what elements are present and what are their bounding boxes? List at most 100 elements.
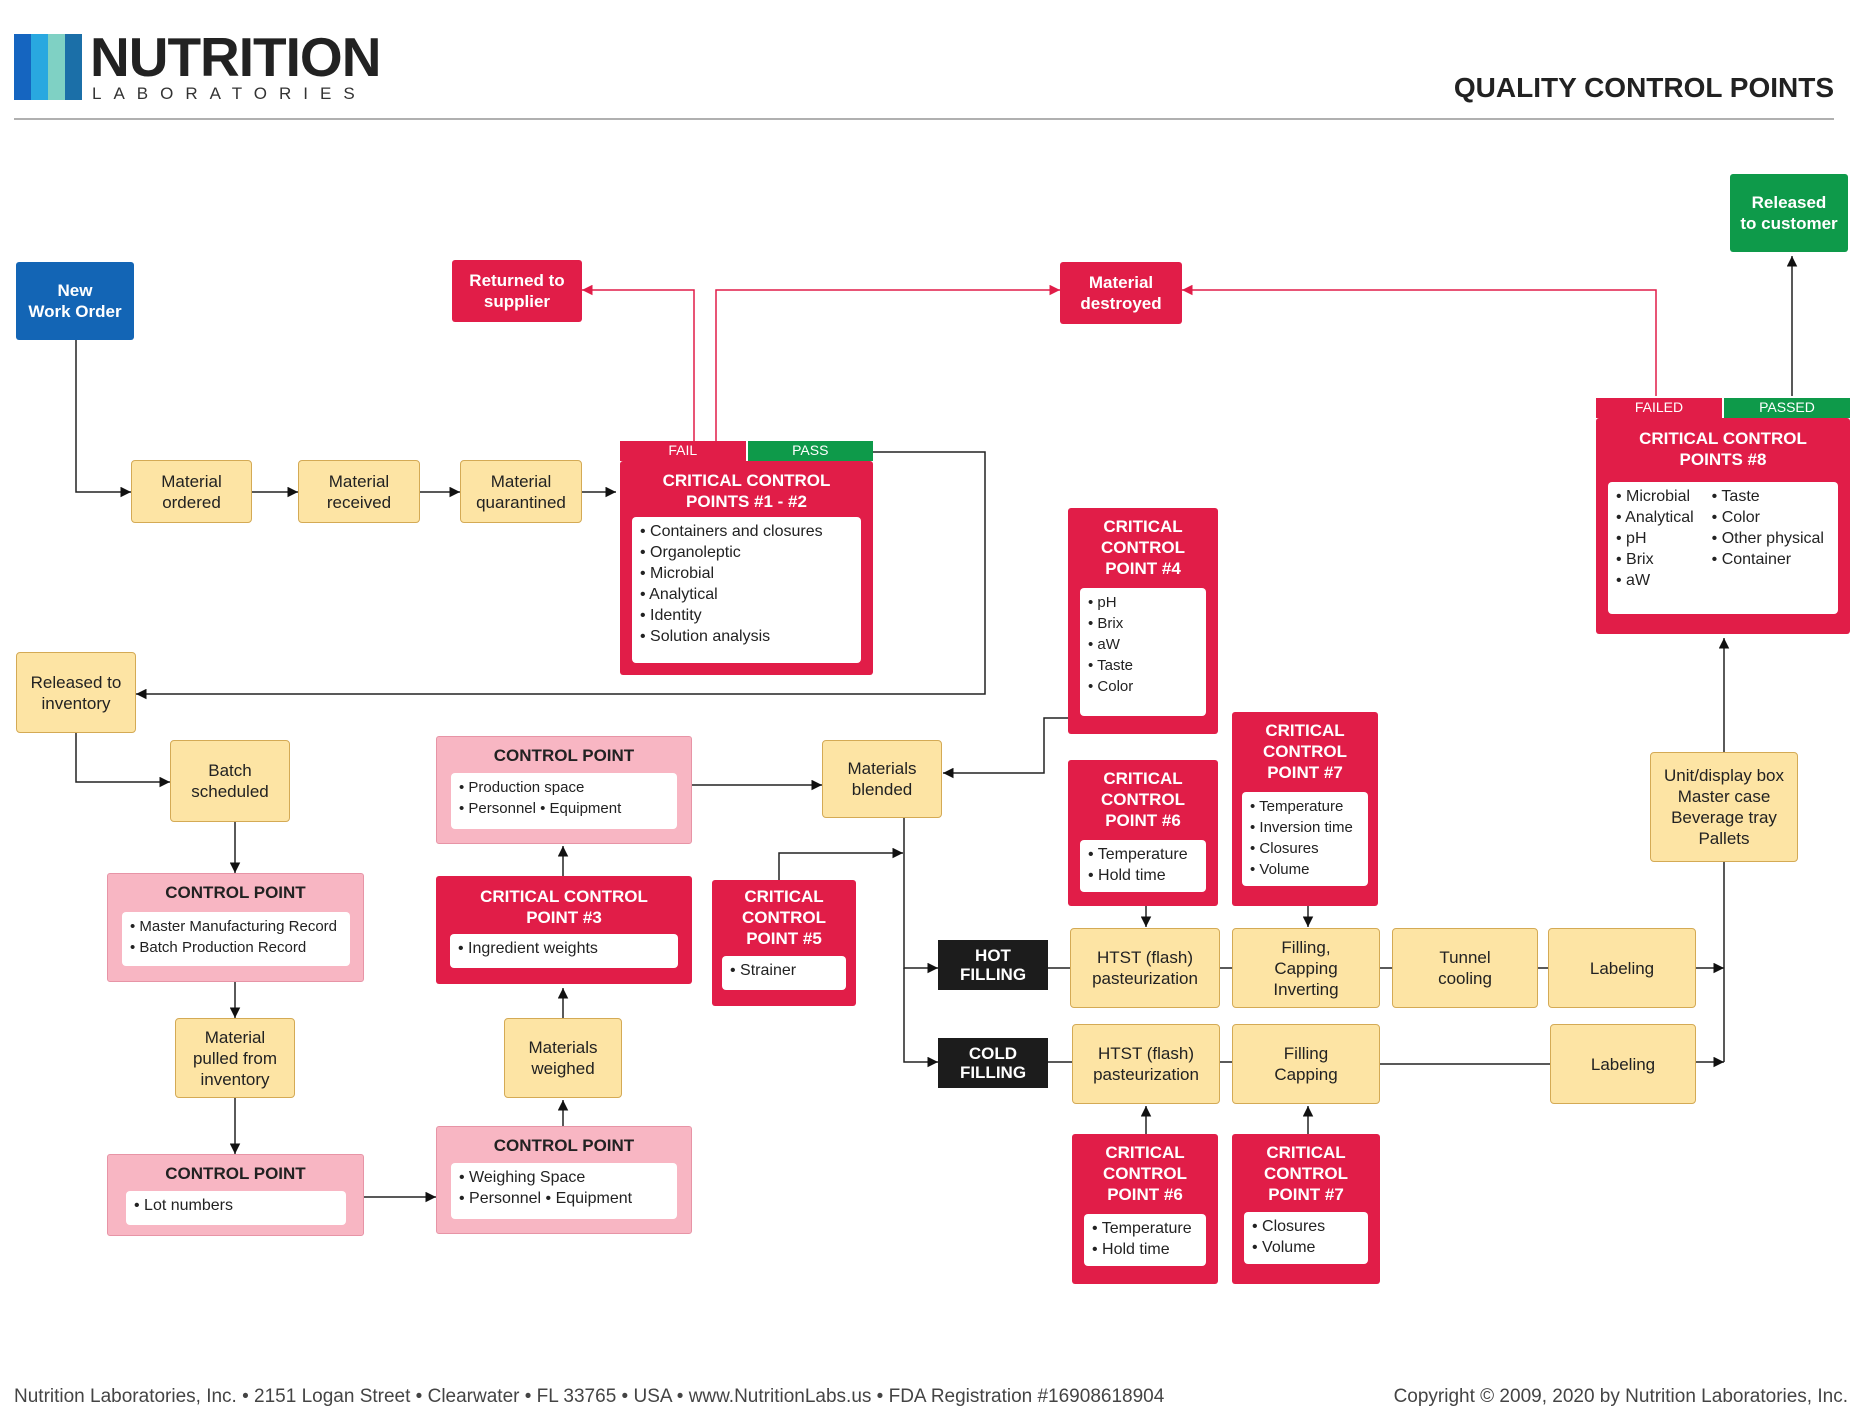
list-item: Color [1088, 676, 1198, 697]
list-item: Organoleptic [640, 542, 853, 563]
materials-blended-box: Materials blended [822, 740, 942, 818]
cp-weighing-list: Weighing Space Personnel • Equipment [451, 1163, 677, 1219]
cp-weighing-title: CONTROL POINT [493, 1136, 635, 1155]
footer-copyright: Copyright © 2009, 2020 by Nutrition Labo… [1393, 1386, 1848, 1407]
fail-label: FAIL [620, 441, 748, 461]
ccp-7-hot-list: Temperature Inversion time Closures Volu… [1242, 792, 1368, 886]
ccp-7-cold-list: Closures Volume [1244, 1212, 1368, 1264]
list-item: Production space [459, 777, 669, 798]
ccp-3-list: Ingredient weights [450, 934, 678, 968]
packaging-box: Unit/display box Master case Beverage tr… [1650, 752, 1798, 862]
list-item: Volume [1252, 1237, 1360, 1258]
ccp-7-hot-box: CRITICAL CONTROL POINT #7 Temperature In… [1232, 712, 1378, 906]
list-item: Strainer [730, 960, 838, 981]
passed-label: PASSED [1724, 398, 1850, 418]
released-to-inventory-box: Released to inventory [16, 652, 136, 733]
connector-ccp5-to-flow [778, 847, 903, 880]
cp-production-list: Production space Personnel • Equipment [451, 773, 677, 829]
ccp-1-2-box: CRITICAL CONTROL POINTS #1 - #2 Containe… [620, 461, 873, 675]
connector-inventory-to-batch [75, 733, 170, 788]
ccp-1-2-title: CRITICAL CONTROL POINTS #1 - #2 [662, 471, 831, 511]
list-item: Container [1712, 549, 1824, 570]
list-item: pH [1088, 592, 1198, 613]
list-item: aW [1088, 634, 1198, 655]
list-item: pH [1616, 528, 1694, 549]
labeling-cold-box: Labeling [1550, 1024, 1696, 1104]
connector-blended-to-cold [903, 968, 938, 1068]
list-item: Closures [1250, 838, 1360, 859]
cp-production-title: CONTROL POINT [493, 746, 635, 765]
list-item: Batch Production Record [130, 937, 342, 958]
connector-fail-to-returned [582, 284, 695, 442]
page-title: QUALITY CONTROL POINTS [1453, 72, 1834, 103]
ccp-6-cold-title: CRITICAL CONTROL POINT #6 [1102, 1143, 1188, 1204]
cp-production-space-box: CONTROL POINT Production space Personnel… [436, 736, 692, 844]
ccp-1-2-list: Containers and closures Organoleptic Mic… [632, 517, 861, 663]
released-to-customer-box: Released to customer [1730, 174, 1848, 252]
connector-ccp8-failed-to-destroyed [1182, 284, 1657, 396]
ccp-8-title: CRITICAL CONTROL POINTS #8 [1639, 429, 1807, 469]
ccp-5-title: CRITICAL CONTROL POINT #5 [741, 887, 827, 948]
list-item: Taste [1088, 655, 1198, 676]
logo-subtitle: LABORATORIES [92, 84, 367, 103]
list-item: Analytical [1616, 507, 1693, 528]
list-item: Temperature [1092, 1218, 1198, 1239]
ccp-6-hot-title: CRITICAL CONTROL POINT #6 [1100, 769, 1186, 830]
list-item: Temperature [1088, 844, 1198, 865]
list-item: Volume [1250, 859, 1360, 880]
ccp-6-cold-box: CRITICAL CONTROL POINT #6 Temperature Ho… [1072, 1134, 1218, 1284]
pass-label: PASS [747, 441, 873, 461]
list-item: Weighing Space [459, 1167, 669, 1188]
cp-lot-title: CONTROL POINT [165, 1164, 306, 1183]
list-item: Solution analysis [640, 626, 853, 647]
list-item: Personnel • Equipment [459, 1188, 669, 1209]
ccp-3-box: CRITICAL CONTROL POINT #3 Ingredient wei… [436, 876, 692, 984]
failed-label: FAILED [1596, 398, 1724, 418]
ccp-6-hot-list: Temperature Hold time [1080, 840, 1206, 892]
list-item: Microbial [640, 563, 853, 584]
cold-filling-label: COLD FILLING [938, 1038, 1048, 1088]
list-item: Ingredient weights [458, 938, 670, 959]
hot-filling-label: HOT FILLING [938, 940, 1048, 990]
list-item: aW [1616, 570, 1694, 591]
list-item: Microbial [1616, 486, 1694, 507]
tunnel-cooling-box: Tunnel cooling [1392, 928, 1538, 1008]
ccp-4-list: pH Brix aW Taste Color [1080, 588, 1206, 716]
list-item: Brix [1616, 549, 1694, 570]
filling-capping-inverting-box: Filling, Capping Inverting [1232, 928, 1380, 1008]
cp-master-title: CONTROL POINT [165, 883, 306, 902]
cp-master-list: Master Manufacturing Record Batch Produc… [122, 912, 350, 966]
ccp-6-cold-list: Temperature Hold time [1084, 1214, 1206, 1266]
header-divider [14, 118, 1834, 120]
list-item: Identity [640, 605, 853, 626]
ccp-8-box: CRITICAL CONTROL POINTS #8 Microbial Ana… [1596, 418, 1850, 634]
connector-order-to-ordered [75, 340, 131, 498]
material-ordered-box: Material ordered [131, 460, 252, 523]
ccp-7-cold-title: CRITICAL CONTROL POINT #7 [1263, 1143, 1349, 1204]
ccp-7-hot-title: CRITICAL CONTROL POINT #7 [1262, 721, 1348, 782]
batch-scheduled-box: Batch scheduled [170, 740, 290, 822]
list-item: Closures [1252, 1216, 1360, 1237]
cp-lot-numbers-box: CONTROL POINT Lot numbers [107, 1154, 364, 1236]
list-item: Hold time [1088, 865, 1198, 886]
materials-weighed-box: Materials weighed [504, 1018, 622, 1098]
ccp-7-cold-box: CRITICAL CONTROL POINT #7 Closures Volum… [1232, 1134, 1380, 1284]
htst-hot-box: HTST (flash) pasteurization [1070, 928, 1220, 1008]
filling-capping-box: Filling Capping [1232, 1024, 1380, 1104]
connector-pass-to-destroyed [715, 284, 1060, 442]
list-item: Brix [1088, 613, 1198, 634]
cp-master-record-box: CONTROL POINT Master Manufacturing Recor… [107, 873, 364, 982]
list-item: Color [1712, 507, 1824, 528]
ccp-8-list: Microbial Analytical pH Brix aW Taste Co… [1608, 482, 1838, 614]
ccp-5-box: CRITICAL CONTROL POINT #5 Strainer [712, 880, 856, 1006]
ccp12-fail-pass-strip: FAIL PASS [620, 441, 873, 461]
connector-ccp4-to-blended [943, 717, 1068, 779]
list-item: Other physical [1712, 528, 1824, 549]
htst-cold-box: HTST (flash) pasteurization [1072, 1024, 1220, 1104]
list-item: Master Manufacturing Record [130, 916, 342, 937]
ccp-6-hot-box: CRITICAL CONTROL POINT #6 Temperature Ho… [1068, 760, 1218, 906]
cp-weighing-space-box: CONTROL POINT Weighing Space Personnel •… [436, 1126, 692, 1234]
material-destroyed-box: Material destroyed [1060, 262, 1182, 324]
returned-to-supplier-box: Returned to supplier [452, 260, 582, 322]
footer-address: Nutrition Laboratories, Inc. • 2151 Loga… [14, 1386, 1165, 1407]
